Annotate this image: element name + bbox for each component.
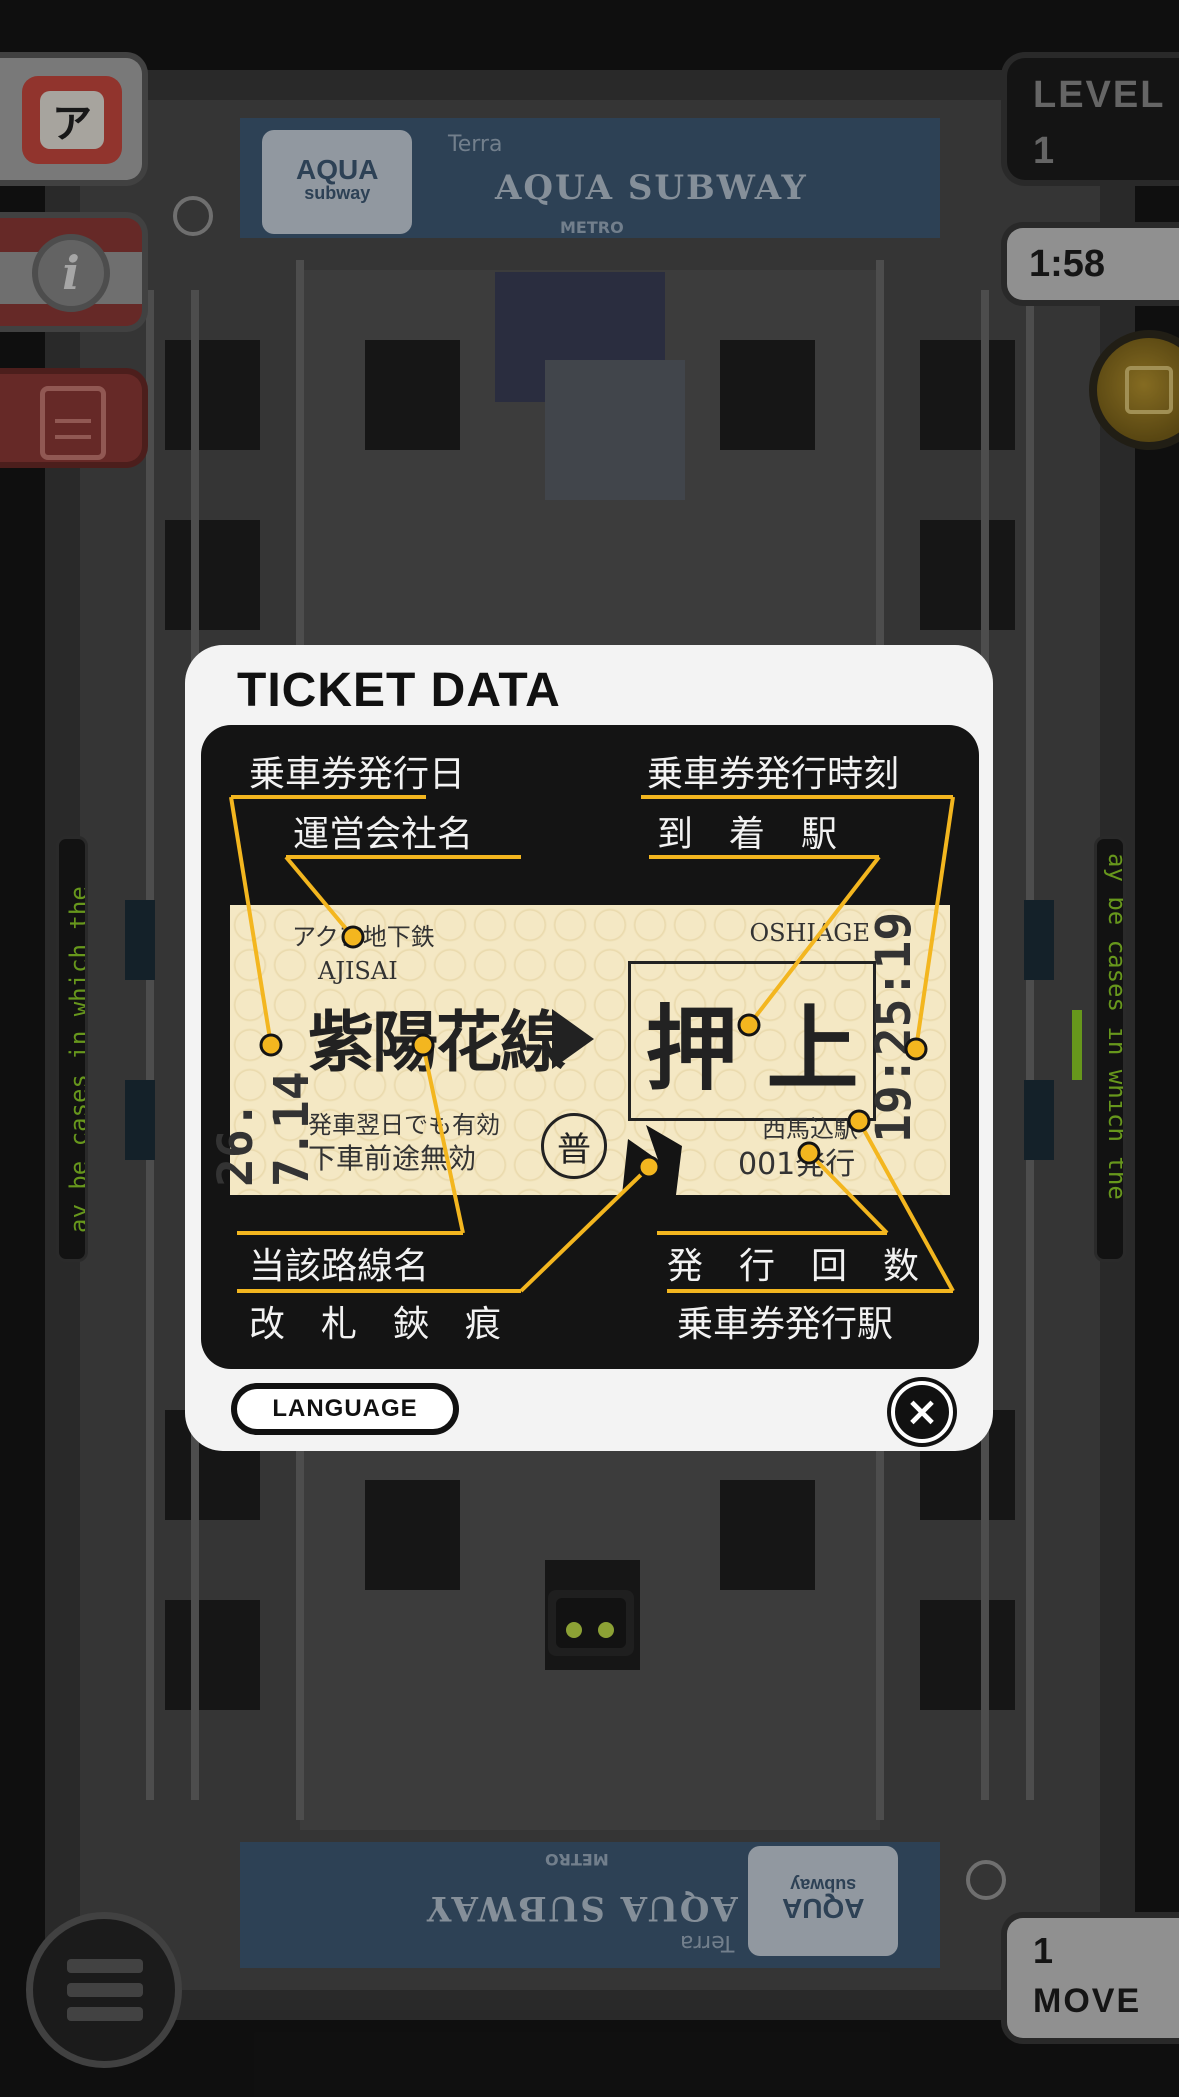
left-scrolling-text-strip: ay be cases in which the [56, 836, 88, 1262]
move-counter: 1 MOVE [1001, 1912, 1179, 2044]
timer-value: 1:58 [1029, 242, 1106, 285]
language-button[interactable]: LANGUAGE [231, 1383, 459, 1435]
level-label: LEVEL [1033, 74, 1166, 116]
callout-gate-mark: 改 札 鋏 痕 [249, 1304, 502, 1345]
ticket-dest-char-2: 上 [766, 995, 859, 1103]
ticket-line-romaji: AJISAI [318, 957, 398, 985]
move-count-label: MOVE [1033, 1982, 1142, 2020]
subway-ticket: アクア地下鉄 AJISAI OSHIAGE 紫陽花線 押 上 26. 7.14 … [208, 905, 950, 1195]
hamburger-icon-mid [67, 1983, 143, 1997]
top-poster-metro: METRO [560, 218, 624, 237]
top-poster-brand: Terra [448, 132, 503, 157]
move-count-value: 1 [1033, 1930, 1054, 1971]
language-toggle-face: ア [22, 76, 122, 164]
level-value: 1 [1033, 130, 1055, 172]
callout-leader-lines [229, 795, 955, 1293]
info-icon: i [32, 234, 110, 312]
notepad-icon [40, 386, 106, 460]
ticket-data-dialog: TICKET DATA 乗車券発行日 運営会社名 乗車券発行時刻 到 着 駅 当… [185, 645, 993, 1451]
ticket-validity-note-1: 発車翌日でも有効 [308, 1111, 500, 1139]
coin-icon [1125, 366, 1173, 414]
ticket-line-name: 紫陽花線 [308, 1004, 566, 1081]
info-button[interactable]: i [0, 212, 148, 332]
ticket-destination: 押 上 [628, 961, 876, 1121]
ticket-diagram-panel: 乗車券発行日 運営会社名 乗車券発行時刻 到 着 駅 当該路線名 改 札 鋏 痕… [201, 725, 979, 1369]
callout-arrival-station: 到 着 駅 [657, 814, 838, 855]
ticket-dest-romaji: OSHIAGE [749, 919, 870, 947]
ticket-type-mark: 普 [541, 1113, 607, 1179]
top-poster-title: AQUA SUBWAY [495, 168, 808, 208]
callout-issue-count: 発 行 回 数 [667, 1246, 920, 1287]
callout-operator: 運営会社名 [293, 814, 474, 855]
ticket-issue-station: 西馬込駅 [762, 1115, 858, 1143]
katakana-a-icon: ア [40, 91, 104, 149]
hamburger-icon [67, 1959, 143, 1973]
right-scrolling-text-strip: ay be cases in which the [1094, 836, 1126, 1262]
hamburger-icon-bottom [67, 2007, 143, 2021]
dialog-title: TICKET DATA [237, 664, 561, 717]
callout-issue-station: 乗車券発行駅 [677, 1304, 894, 1345]
callout-issue-time: 乗車券発行時刻 [647, 754, 900, 795]
notes-button[interactable] [0, 368, 148, 468]
ticket-dest-char-1: 押 [645, 995, 738, 1103]
coin-button[interactable] [1089, 330, 1179, 450]
top-poster-card: AQUA subway [296, 154, 379, 203]
callout-line-name: 当該路線名 [249, 1246, 430, 1287]
close-icon[interactable]: × [891, 1381, 953, 1443]
timer-display: 1:58 [1001, 222, 1179, 306]
level-indicator: LEVEL 1 [1001, 52, 1179, 186]
ticket-issue-count: 001発行 [738, 1147, 856, 1182]
language-toggle-button[interactable]: ア [0, 52, 148, 186]
callout-issue-date: 乗車券発行日 [249, 754, 466, 795]
direction-arrow-icon [552, 1009, 594, 1069]
menu-button[interactable] [26, 1912, 182, 2068]
